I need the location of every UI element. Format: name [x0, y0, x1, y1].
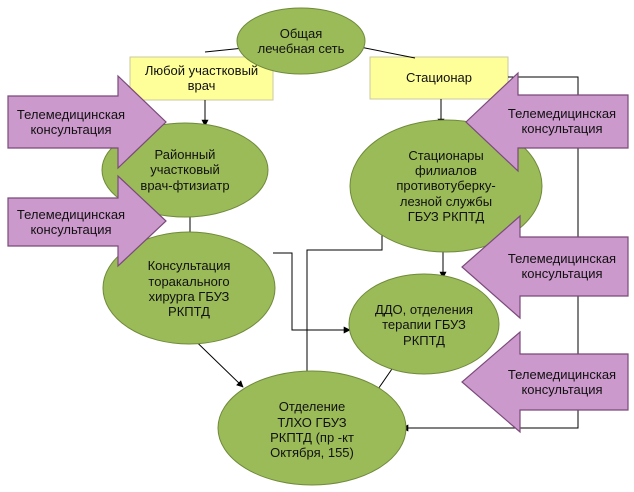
district-phthisiatrician-oval	[101, 122, 269, 218]
general-network-oval	[236, 7, 366, 75]
thoracic-consult-oval	[102, 231, 276, 345]
telemedicine-arrow-left-2	[7, 174, 167, 268]
general-network-label: Общая лечебная сеть	[257, 25, 345, 56]
connector-network-to-doctor	[204, 47, 245, 53]
connector-network-to-hospital	[354, 45, 416, 59]
telemedicine-arrow-left-1	[7, 74, 167, 170]
district-doctor-label: Любой участковый врач	[144, 62, 259, 93]
telemedicine-label-left-1: Телемедицинская консультация	[16, 106, 126, 137]
telemedicine-label-right-3: Телемедицинская консультация	[507, 366, 617, 397]
connector-thoracic-to-ddo	[273, 252, 351, 334]
district-doctor-box	[129, 56, 274, 101]
district-phthisiatrician-label: Районный участковый врач-фтизиатр	[140, 147, 230, 193]
ddo-therapy-oval	[348, 273, 500, 375]
telemedicine-label-left-2: Телемедицинская консультация	[16, 206, 126, 237]
telemedicine-label-right-2: Телемедицинская консультация	[507, 250, 617, 281]
hospital-box	[369, 56, 509, 100]
telemedicine-arrow-right-2	[461, 214, 629, 320]
connector-branches-to-tlho	[303, 225, 383, 381]
branch-hospitals-label: Стационары филиалов противотуберку- лезн…	[396, 147, 496, 224]
telemedicine-arrow-right-3	[461, 330, 629, 434]
thoracic-consult-label: Консультация торакального хирурга ГБУЗ Р…	[147, 258, 231, 320]
telemedicine-label-right-1: Телемедицинская консультация	[507, 105, 617, 136]
ddo-therapy-label: ДДО, отделения терапии ГБУЗ РКПТД	[374, 302, 474, 348]
tlho-department-label: Отделение ТЛХО ГБУЗ РКПТД (пр -кт Октябр…	[270, 399, 354, 461]
hospital-label: Стационар	[405, 70, 472, 86]
branch-hospitals-oval	[349, 119, 543, 253]
telemedicine-arrow-right-1	[465, 71, 629, 173]
tlho-department-oval	[217, 370, 407, 486]
